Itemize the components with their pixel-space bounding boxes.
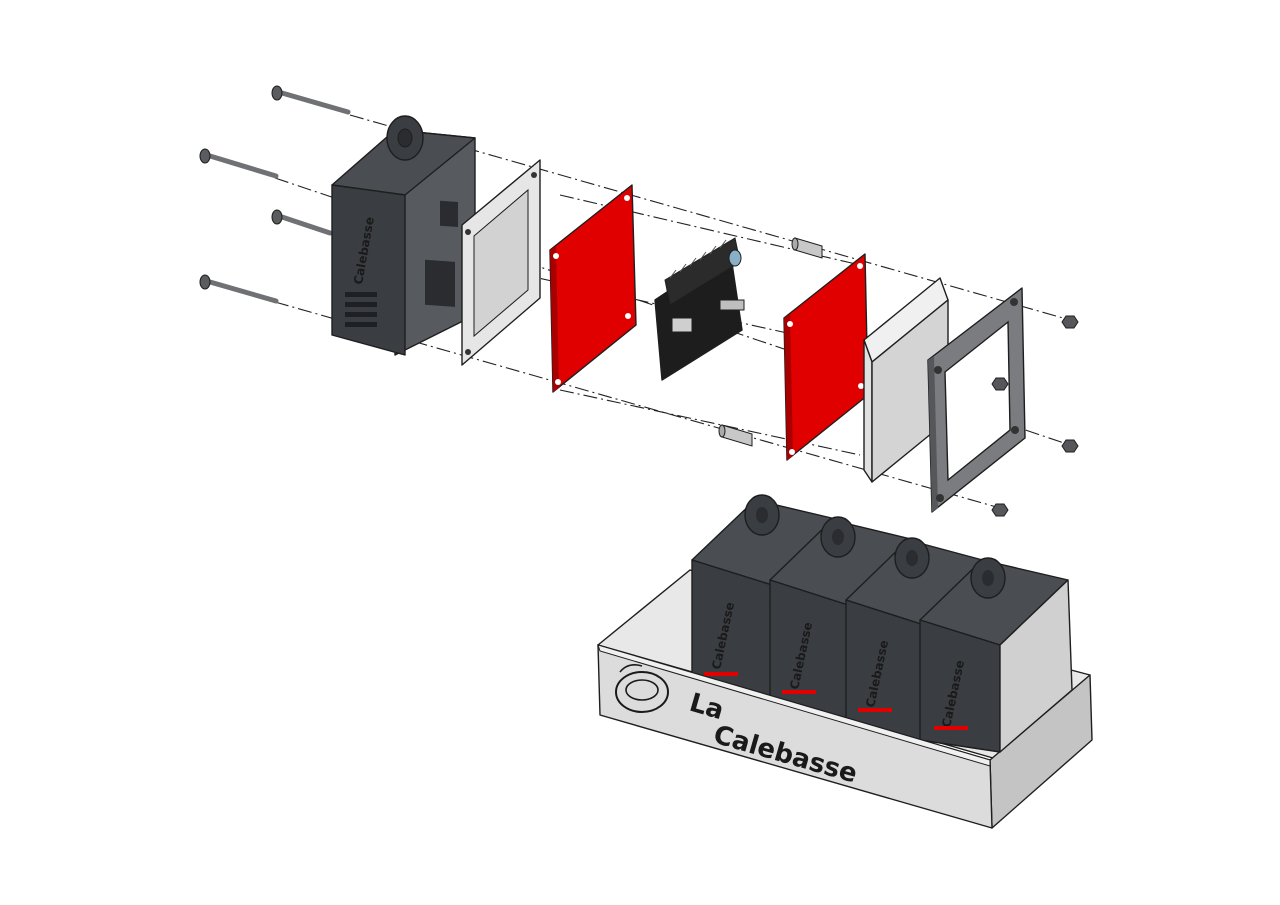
spacer-top: [791, 237, 823, 259]
spacer-bottom: [718, 424, 753, 447]
nut-1: [1061, 315, 1079, 329]
storage-tray-assembly: Calebasse Calebasse Calebasse: [597, 494, 1093, 829]
nut-4: [991, 503, 1009, 517]
module-4: Calebasse: [919, 557, 1073, 753]
hex-nuts: [991, 315, 1079, 517]
nut-2: [991, 377, 1009, 391]
red-plate-front: [549, 184, 637, 393]
rear-frame: [927, 287, 1026, 513]
heatsink-fins: [669, 239, 727, 279]
pcb-module: [654, 237, 745, 381]
spacers: [718, 237, 823, 447]
nut-3: [1061, 439, 1079, 453]
screw-4: [199, 274, 279, 304]
main-housing: Calebasse: [331, 115, 476, 356]
red-plate-rear: [783, 253, 869, 461]
gasket-frame-front: [461, 159, 541, 366]
screw-1: [271, 85, 351, 115]
screw-2: [199, 148, 279, 179]
long-screws: [199, 85, 351, 304]
gourd-icon: [615, 664, 669, 713]
vent-slots: [345, 292, 377, 327]
screw-3: [271, 209, 333, 236]
